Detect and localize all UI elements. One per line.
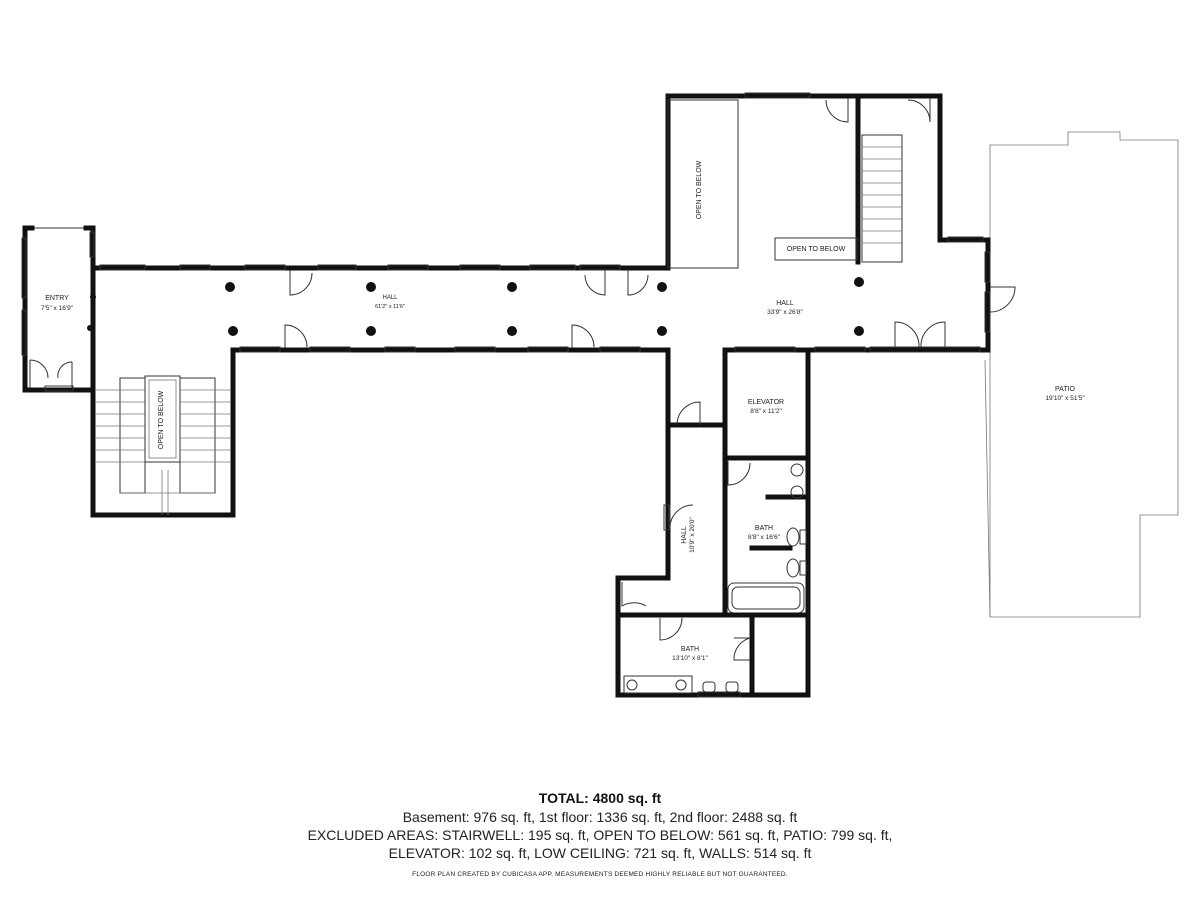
open-below-small-label: OPEN TO BELOW <box>787 246 846 253</box>
bath-right-dims: 8'8" x 16'6" <box>748 534 781 541</box>
entry-label: ENTRY <box>45 295 69 302</box>
credit-line: FLOOR PLAN CREATED BY CUBICASA APP. MEAS… <box>412 871 788 878</box>
elevator-dims: 8'8" x 11'2" <box>750 408 782 415</box>
hall-small-dims: 10'9" x 20'0" <box>689 516 696 552</box>
excluded-areas: EXCLUDED AREAS: STAIRWELL: 195 sq. ft, O… <box>307 827 893 843</box>
hall-small-label: HALL <box>681 526 688 544</box>
entry-dims: 7'5" x 16'9" <box>41 305 74 312</box>
bath-right-label: BATH <box>755 525 773 532</box>
bath-bottom-label: BATH <box>681 646 699 653</box>
patio-dims: 19'10" x 51'5" <box>1045 395 1085 402</box>
patio-label: PATIO <box>1055 386 1076 393</box>
small-hall <box>615 401 728 607</box>
stairwell-left <box>90 375 236 518</box>
open-below-top <box>665 92 943 271</box>
excluded-areas-cont: ELEVATOR: 102 sq. ft, LOW CEILING: 721 s… <box>388 845 812 861</box>
entry-room <box>21 225 96 393</box>
main-hall <box>665 237 1016 428</box>
hall-main-label: HALL <box>776 300 794 307</box>
stairwell-right <box>855 93 991 353</box>
long-hall <box>90 264 671 518</box>
open-below-stair-label: OPEN TO BELOW <box>158 390 165 449</box>
open-below-top-label: OPEN TO BELOW <box>696 160 703 219</box>
bath-bottom-dims: 13'10" x 8'1" <box>672 655 708 662</box>
elevator-label: ELEVATOR <box>748 399 784 406</box>
bath-bottom <box>615 575 811 698</box>
floor-areas: Basement: 976 sq. ft, 1st floor: 1336 sq… <box>402 809 798 825</box>
patio-outline <box>989 131 1179 618</box>
hall-long-label: HALL <box>382 295 398 301</box>
hall-long-dims: 61'2" x 11'6" <box>375 304 405 310</box>
hall-main-dims: 33'9" x 26'8" <box>767 309 803 316</box>
elevator-room <box>722 346 811 698</box>
total-area: TOTAL: 4800 sq. ft <box>538 790 662 806</box>
